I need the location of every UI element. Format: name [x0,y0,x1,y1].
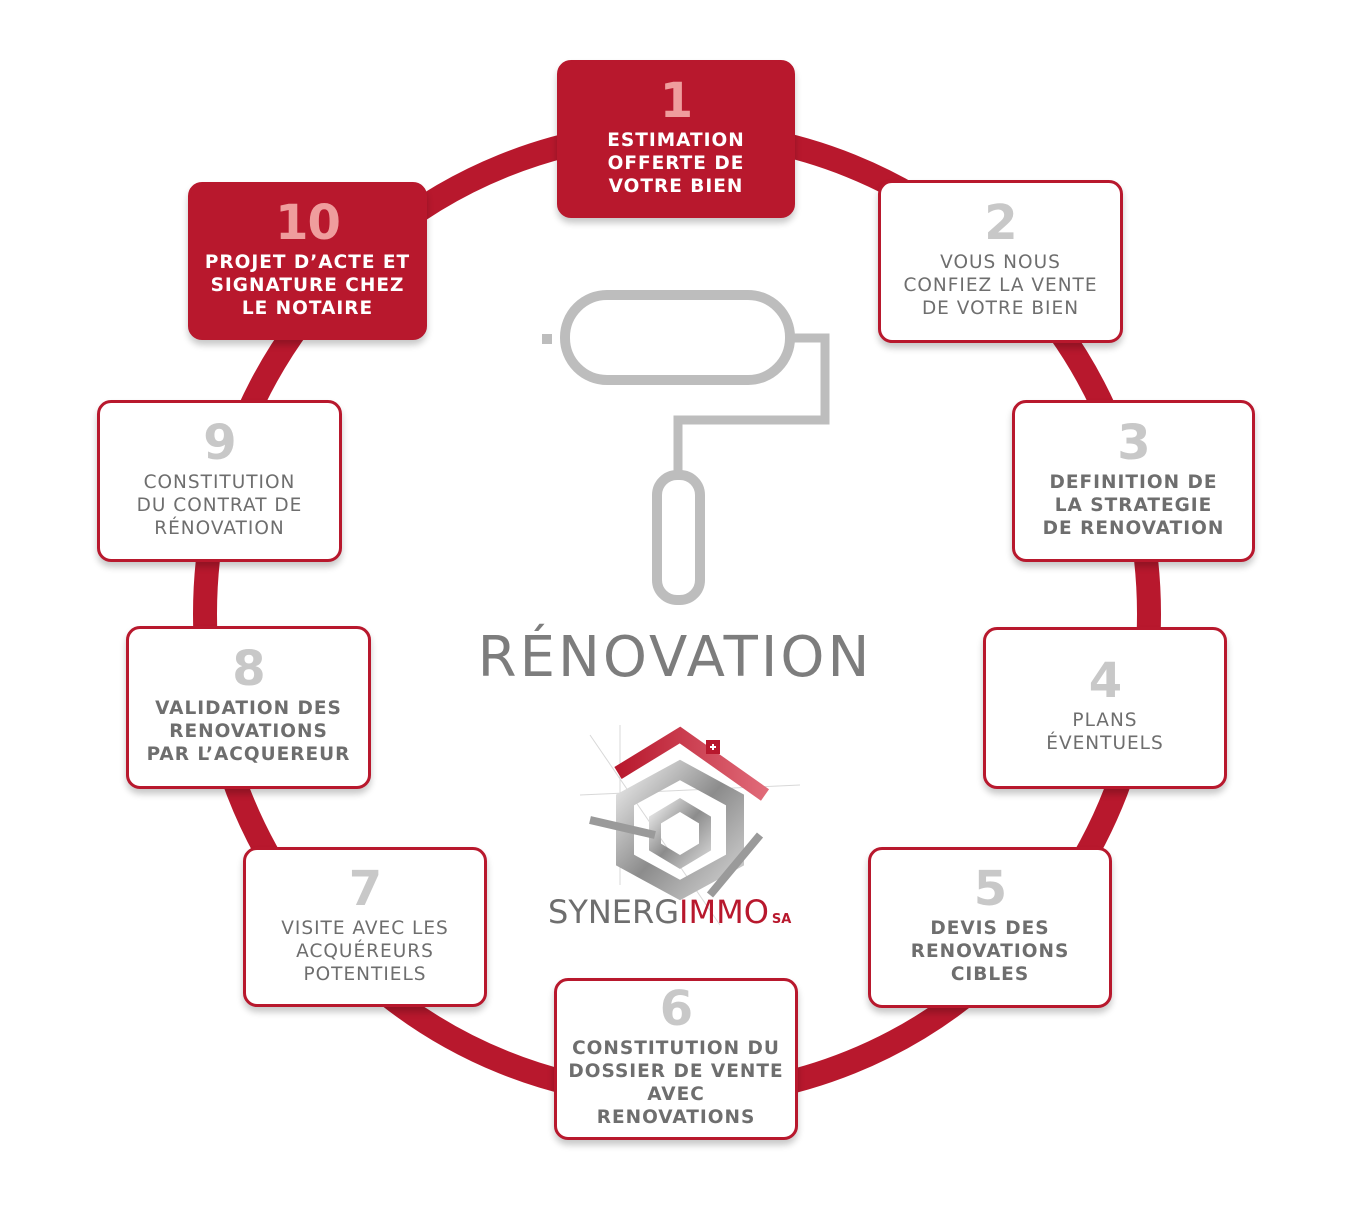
step-number: 2 [984,195,1017,251]
brand-suffix: SA [771,912,792,927]
step-label: CONSTITUTION DU CONTRAT DE RÉNOVATION [136,471,303,539]
step-label: CONSTITUTION DU DOSSIER DE VENTE AVEC RE… [568,1038,784,1128]
step-3-box: 3 DEFINITION DE LA STRATEGIE DE RENOVATI… [1012,400,1255,562]
step-label: DEFINITION DE LA STRATEGIE DE RENOVATION [1042,471,1225,539]
step-4-box: 4 PLANS ÉVENTUELS [983,627,1227,789]
brand-name-part2: IMMO [679,893,769,931]
paint-roller-icon [542,290,830,605]
step-label: PLANS ÉVENTUELS [1046,710,1164,754]
step-number: 8 [232,641,265,697]
step-label: DEVIS DES RENOVATIONS CIBLES [910,918,1070,985]
step-6-box: 6 CONSTITUTION DU DOSSIER DE VENTE AVEC … [554,978,798,1140]
step-number: 9 [203,414,236,471]
step-label: PROJET D’ACTE ET SIGNATURE CHEZ LE NOTAI… [204,251,411,319]
step-2-box: 2 VOUS NOUS CONFIEZ LA VENTE DE VOTRE BI… [878,180,1123,343]
step-1-box: 1 ESTIMATION OFFERTE DE VOTRE BIEN [557,60,795,218]
step-number: 5 [973,861,1007,917]
step-7-box: 7 VISITE AVEC LES ACQUÉREURS POTENTIELS [243,847,487,1007]
step-10-box: 10 PROJET D’ACTE ET SIGNATURE CHEZ LE NO… [188,182,427,340]
step-9-box: 9 CONSTITUTION DU CONTRAT DE RÉNOVATION [97,400,342,562]
step-number: 1 [659,72,693,129]
step-number: 3 [1117,414,1150,471]
step-label: VOUS NOUS CONFIEZ LA VENTE DE VOTRE BIEN [903,252,1098,319]
step-number: 7 [348,860,382,917]
step-5-box: 5 DEVIS DES RENOVATIONS CIBLES [868,847,1112,1008]
step-number: 4 [1088,653,1122,709]
brand-name-part1: SYNERG [548,893,680,931]
center-title: RÉNOVATION [477,625,873,690]
step-label: ESTIMATION OFFERTE DE VOTRE BIEN [607,129,745,197]
step-label: VISITE AVEC LES ACQUÉREURS POTENTIELS [281,917,449,985]
step-number: 10 [275,194,341,251]
synergimmo-logo-icon [579,725,801,926]
step-number: 6 [659,981,693,1037]
step-label: VALIDATION DES RENOVATIONS PAR L’ACQUERE… [146,698,351,765]
step-8-box: 8 VALIDATION DES RENOVATIONS PAR L’ACQUE… [126,626,371,789]
